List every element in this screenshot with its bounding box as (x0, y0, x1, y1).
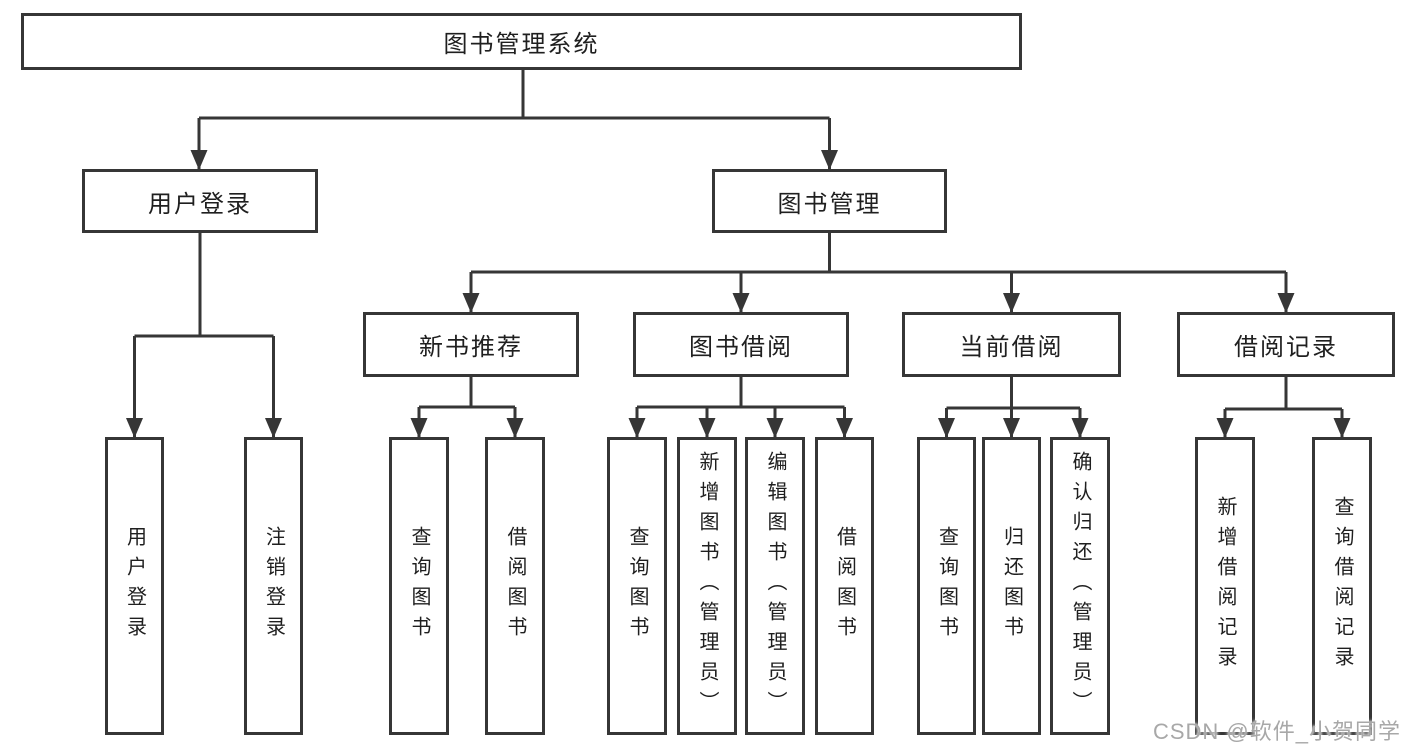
leaf-logout: 注销登录 (244, 437, 303, 735)
node-borrow-records: 借阅记录 (1177, 312, 1395, 377)
leaf-borrow-edit-books-admin: 编辑图书（管理员） (745, 437, 805, 735)
leaf-user-login: 用户登录 (105, 437, 164, 735)
node-user-login: 用户登录 (82, 169, 318, 233)
node-current-borrow: 当前借阅 (902, 312, 1121, 377)
leaf-borrow-borrow-books-label: 借阅图书 (833, 526, 856, 646)
leaf-borrow-add-books-admin: 新增图书（管理员） (677, 437, 737, 735)
leaf-borrow-query-books-label: 查询图书 (626, 526, 648, 646)
leaf-borrow-edit-books-admin-label: 编辑图书（管理员） (764, 451, 786, 721)
node-new-book-recommend-label: 新书推荐 (419, 334, 523, 361)
leaf-current-return-books: 归还图书 (982, 437, 1041, 735)
leaf-current-query-books: 查询图书 (917, 437, 976, 735)
watermark: CSDN @软件_小贺同学 (1152, 719, 1401, 744)
leaf-borrow-borrow-books: 借阅图书 (815, 437, 874, 735)
node-root-label: 图书管理系统 (443, 31, 600, 58)
leaf-records-add-record: 新增借阅记录 (1195, 437, 1255, 735)
node-new-book-recommend: 新书推荐 (363, 312, 579, 377)
node-book-management-label: 图书管理 (777, 190, 882, 218)
leaf-logout-label: 注销登录 (262, 526, 285, 646)
leaf-current-return-books-label: 归还图书 (1000, 526, 1023, 646)
leaf-records-add-record-label: 新增借阅记录 (1214, 496, 1236, 676)
leaf-records-query-record-label: 查询借阅记录 (1331, 496, 1353, 676)
leaf-newrec-query-books-label: 查询图书 (408, 526, 430, 646)
node-current-borrow-label: 当前借阅 (959, 334, 1064, 361)
arrowheads (126, 150, 1351, 438)
tree-edges (133, 70, 1344, 437)
leaf-borrow-add-books-admin-label: 新增图书（管理员） (696, 451, 718, 721)
leaf-current-confirm-return-admin: 确认归还（管理员） (1050, 437, 1110, 735)
node-book-borrow-label: 图书借阅 (689, 334, 793, 361)
leaf-borrow-query-books: 查询图书 (607, 437, 667, 735)
leaf-user-login-label: 用户登录 (123, 526, 146, 646)
node-borrow-records-label: 借阅记录 (1234, 334, 1338, 361)
node-user-login-label: 用户登录 (148, 190, 252, 218)
leaf-newrec-borrow-books: 借阅图书 (485, 437, 545, 735)
leaf-records-query-record: 查询借阅记录 (1312, 437, 1372, 735)
node-root: 图书管理系统 (21, 13, 1022, 70)
leaf-newrec-borrow-books-label: 借阅图书 (504, 526, 526, 646)
leaf-newrec-query-books: 查询图书 (389, 437, 449, 735)
node-book-borrow: 图书借阅 (633, 312, 849, 377)
leaf-current-confirm-return-admin-label: 确认归还（管理员） (1069, 451, 1091, 721)
leaf-current-query-books-label: 查询图书 (935, 526, 958, 646)
node-book-management: 图书管理 (712, 169, 947, 233)
